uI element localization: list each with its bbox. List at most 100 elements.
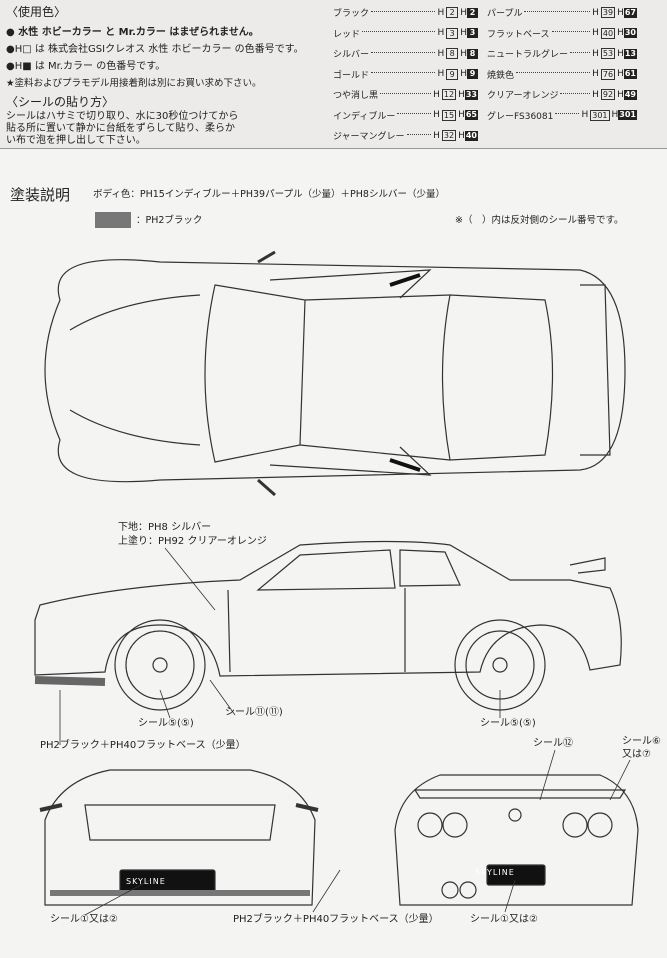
color-name: つや消し黒 [333,91,379,101]
decal5-left-label: シール⑤(⑤) [138,718,194,729]
hobby-color-number: 9 [446,68,459,80]
mr-color-number: 30 [623,28,637,38]
mr-color-number: 301 [618,110,637,120]
h-prefix: H [437,28,445,38]
h-prefix: H [460,7,467,18]
hobby-color-number: 32 [441,130,457,141]
decal-line-1: シールはハサミで切り取り、水に30秒位つけてから [6,111,239,122]
rear-plate: SKYLINE [475,868,515,877]
hobby-color-number: 3 [446,27,459,39]
body-color: ボディ色：PH15インディブルー＋PH39パープル（少量）＋PH8シルバー（少量… [93,189,445,200]
front-view-drawing [39,769,319,906]
hobby-color-number: 12 [441,89,457,100]
note-hobby-color: ●H□ は 株式会社GSIクレオス 水性 ホビーカラー の色番号です。 [6,44,304,55]
color-name: レッド [333,29,361,40]
h-prefix: H [437,69,445,79]
leader-lines [59,547,631,916]
color-name: 焼鉄色 [487,70,515,81]
mr-color-number: 3 [467,28,478,38]
hobby-color-number: 40 [600,27,616,39]
leader-dots [570,51,591,53]
h-prefix: H [433,130,440,141]
h-prefix: H [458,110,465,120]
mr-color-number: 61 [623,69,637,79]
mr-color-number: 33 [464,89,478,100]
h-prefix: H [592,28,599,38]
rear-decal-label: シール①又は② [470,914,538,925]
mr-color-number: 8 [467,48,478,59]
h-prefix: H [433,89,440,100]
h-prefix: H [617,48,624,59]
rear-diffuser-label: PH2ブラック＋PH40フラットベース（少量） [233,914,439,925]
note-mixing: ● 水性 ホビーカラー と Mr.カラー はまぜられません。 [6,27,259,38]
decal6-label: シール⑥ [622,736,661,747]
h-prefix: H [592,89,599,100]
rear-view-drawing [394,774,639,906]
h-prefix: H [592,7,599,18]
decal5-right-label: シール⑤(⑤) [480,718,536,729]
leader-dots [516,72,591,73]
hobby-color-number: 15 [441,109,457,121]
hobby-color-number: 301 [590,109,610,121]
side-view-drawing [34,540,622,711]
decal12-label: シール⑫ [533,738,573,749]
opposite-side-note: ※（ ）内は反対側のシール番号です。 [455,215,624,226]
front-decal-label: シール①又は② [50,914,118,925]
hobby-color-number: 76 [600,68,616,80]
leader-dots [397,113,432,114]
hobby-color-number: 39 [600,7,616,18]
h-prefix: H [617,7,624,18]
leader-dots [524,10,591,12]
leader-dots [555,113,580,114]
h-prefix: H [581,110,589,120]
leader-dots [371,51,436,53]
leader-dots [551,31,591,32]
hobby-color-number: 8 [446,48,459,59]
h-prefix: H [617,69,624,79]
decal-line-3: い布で泡を押し出して下さい。 [6,135,146,146]
h-prefix: H [617,89,624,100]
color-name: シルバー [333,50,370,60]
mr-color-number: 2 [467,7,478,18]
color-name: ゴールド [333,70,370,81]
colors-heading: 〈使用色〉 [6,5,67,19]
decal-line-2: 貼る所に置いて静かに台紙をずらして貼り、柔らか [6,123,235,134]
color-name: インディブルー [333,111,396,122]
hobby-color-number: 2 [446,7,459,18]
color-name: グレーFS36081 [487,111,554,122]
side-sill-label: PH2ブラック＋PH40フラットベース（少量） [40,740,246,751]
leader-dots [406,133,432,135]
colors-section [0,0,667,149]
mr-color-number: 13 [623,48,637,59]
h-prefix: H [617,28,624,38]
hobby-color-number: 92 [600,89,616,100]
hobby-color-number: 53 [600,48,616,59]
h-prefix: H [611,110,619,120]
color-name: パープル [487,9,523,19]
leader-dots [371,72,436,73]
decal11-label: シール⑪(⑪) [225,707,283,718]
leader-dots [362,31,436,32]
h-prefix: H [437,48,445,59]
note-purchase: ★塗料およびプラモデル用接着剤は別にお買い求め下さい。 [6,78,262,89]
mr-color-number: 65 [464,110,478,120]
color-name: ジャーマングレー [333,132,405,142]
decal6-or-label: 又は⑦ [622,749,651,760]
black-swatch [95,212,131,228]
topcoat-label: 上塗り：PH92 クリアーオレンジ [118,536,267,547]
top-view-drawing [44,250,626,497]
color-name: クリアーオレンジ [487,91,559,101]
color-name: ブラック [333,9,370,19]
